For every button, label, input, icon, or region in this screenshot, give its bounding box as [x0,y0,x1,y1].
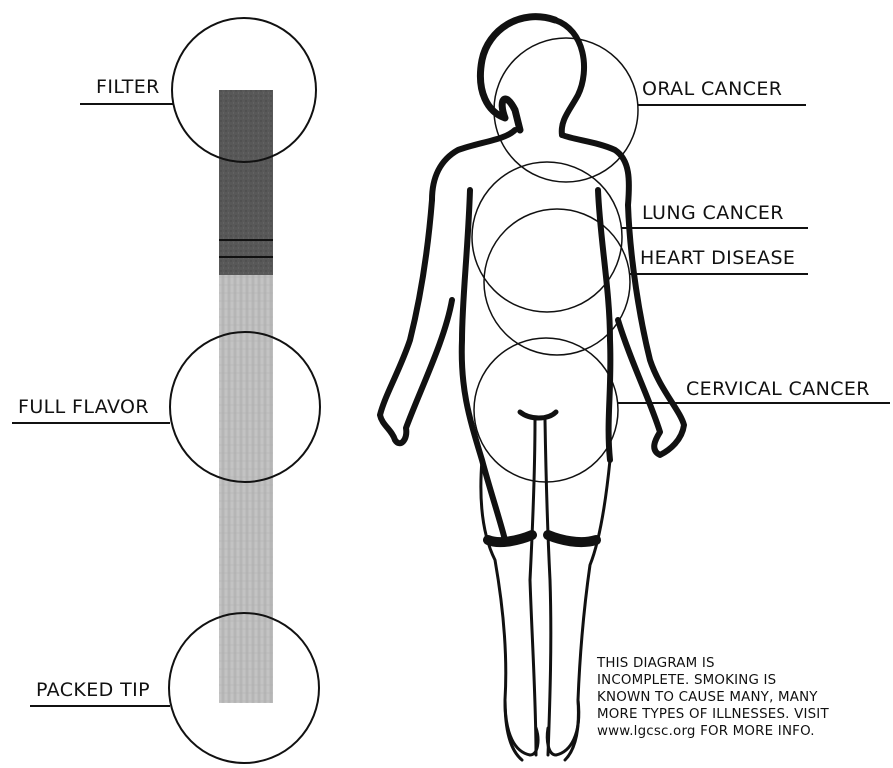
cigarette [219,90,273,703]
packed-tip-label: PACKED TIP [36,679,150,701]
disclaimer-note: THIS DIAGRAM IS INCOMPLETE. SMOKING IS K… [597,655,889,740]
cervical-cancer-label: CERVICAL CANCER [686,378,870,400]
note-line: www.lgcsc.org FOR MORE INFO. [597,723,889,740]
heart-disease-label: HEART DISEASE [640,247,795,269]
body-silhouette [380,17,684,760]
full-flavor-label: FULL FLAVOR [18,396,149,418]
cigarette-filter [219,90,273,275]
packed-tip-underline [30,705,170,707]
filter-label: FILTER [96,76,160,98]
note-line: KNOWN TO CAUSE MANY, MANY [597,689,889,706]
note-line: MORE TYPES OF ILLNESSES. VISIT [597,706,889,723]
note-line: THIS DIAGRAM IS [597,655,889,672]
oral-cancer-label: ORAL CANCER [642,78,782,100]
oral-cancer-underline [638,104,806,106]
full-flavor-underline [12,422,170,424]
note-line: INCOMPLETE. SMOKING IS [597,672,889,689]
filter-underline [80,103,173,105]
lung-cancer-label: LUNG CANCER [642,202,784,224]
cigarette-tobacco [219,275,273,703]
